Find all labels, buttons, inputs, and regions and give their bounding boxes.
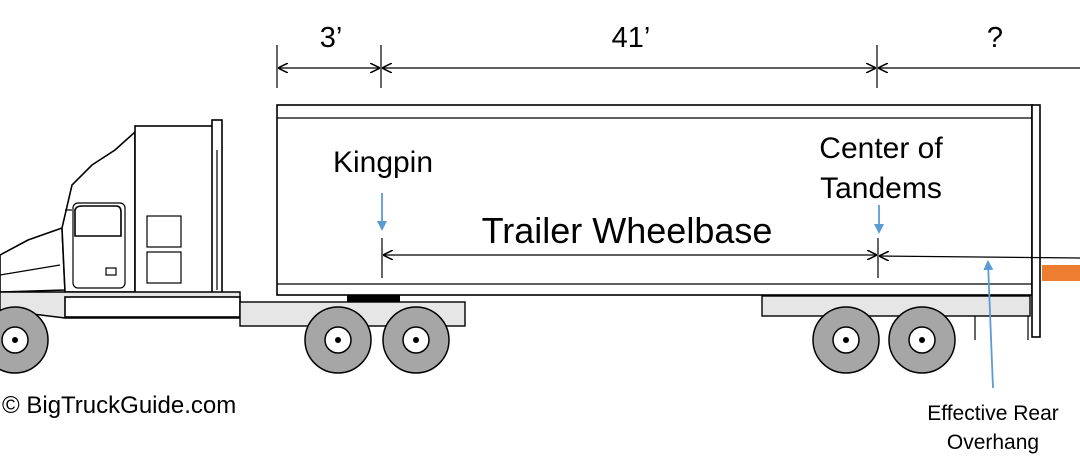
wheel-trailer-2 [888,306,956,374]
dim-label-kingpin-offset: 3’ [320,22,343,54]
trailer-rear-door [1031,104,1041,338]
tractor [0,119,466,327]
hood-line [0,264,61,276]
sleeper-window-top [146,215,182,248]
wheel-trailer-1 [812,306,880,374]
dim-label-rear-overhang: ? [987,22,1003,54]
tractor-hood [0,226,66,293]
trailer-box [276,104,1033,296]
door-handle [105,267,117,276]
cab-window [74,205,122,237]
wheelbase-measure [381,238,1080,278]
callouts [377,193,994,389]
copyright-credit: © BigTruckGuide.com [2,392,236,419]
overhang-callout-arrow [983,260,994,389]
trailer [276,104,1080,340]
trailer-wheelbase-label: Trailer Wheelbase [482,210,773,251]
center-of-tandems-label-line1: Center of [819,132,943,165]
center-of-tandems-label-line2: Tandems [820,172,942,205]
effective-rear-overhang-label-line1: Effective Rear [927,402,1059,425]
fifth-wheel [347,294,400,302]
wheel-steer [0,306,49,374]
dim-label-wheelbase: 41’ [612,22,651,54]
rear-overhang-arrow [880,256,1080,258]
wheels [0,306,956,374]
fuel-tank [64,296,241,318]
effective-rear-overhang-label-line2: Overhang [947,431,1039,454]
cab-door [72,202,126,289]
top-dimensions: 3’ 41’ ? [276,22,1080,88]
tail-light [1042,265,1080,281]
sleeper-window-bottom [146,251,182,284]
kingpin-label: Kingpin [333,146,433,179]
wheel-drive-2 [382,306,450,374]
wheel-drive-1 [304,306,372,374]
tractor-sleeper [134,125,218,295]
